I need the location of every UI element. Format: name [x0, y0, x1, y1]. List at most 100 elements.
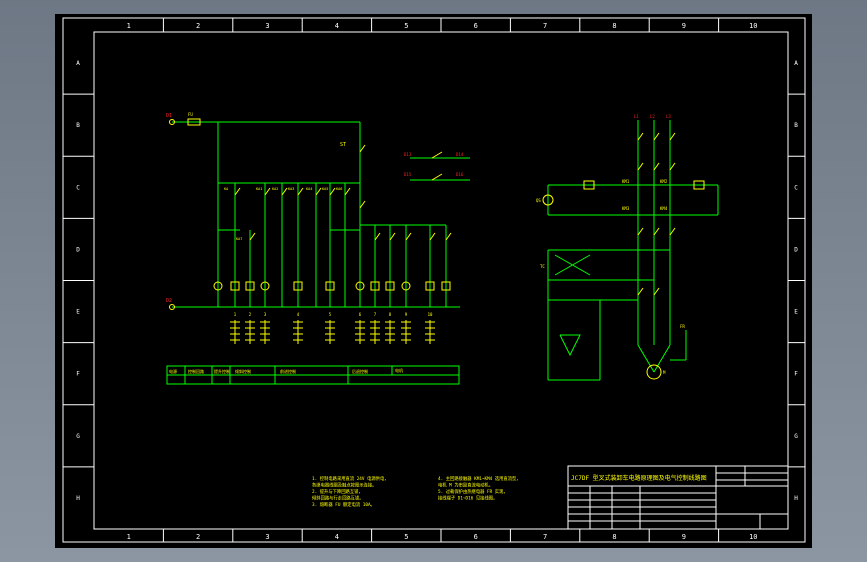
relay-contact — [249, 232, 256, 241]
column-label-top: 9 — [682, 22, 686, 30]
row-label-right: G — [794, 433, 798, 440]
main-contact — [637, 132, 644, 141]
column-label-bottom: 4 — [335, 533, 339, 541]
fuse-symbol — [187, 118, 201, 126]
relay-coils — [213, 281, 451, 291]
row-label-left: B — [76, 122, 80, 129]
terminal-top — [169, 119, 175, 125]
contact-number: 5 — [329, 312, 332, 317]
main-circuit-label: KM2 — [660, 179, 668, 184]
note-line: 1. 控制电路采用直流 24V 电源供电， — [312, 475, 389, 482]
contactor-coil-1 — [583, 180, 595, 190]
motor-symbol — [646, 364, 662, 380]
row-label-left: F — [76, 371, 80, 378]
terminal-top-label: D1 — [166, 113, 172, 119]
column-label-top: 6 — [474, 22, 478, 30]
column-label-bottom: 2 — [196, 533, 200, 541]
main-contact — [637, 287, 644, 296]
contact-number: 7 — [374, 312, 377, 317]
column-label-bottom: 1 — [127, 533, 131, 541]
column-label-top: 10 — [749, 22, 757, 30]
relay-contacts — [234, 144, 452, 241]
row-label-left: A — [76, 60, 80, 67]
relay-label: KA — [224, 187, 229, 191]
relay-coil — [325, 281, 335, 291]
contact-number: 1 — [234, 312, 237, 317]
relay-label: KA5 — [322, 187, 328, 191]
table-cell-text: 倾斜控制 — [235, 368, 251, 374]
relay-contact — [329, 187, 336, 196]
row-label-right: A — [794, 60, 798, 67]
terminal-bottom-label: D2 — [166, 298, 172, 304]
relay-label: KA1 — [256, 187, 262, 191]
relay-coil — [230, 281, 240, 291]
relay-contact — [429, 232, 436, 241]
note-line: 接线端子 D1~D16 见接线图。 — [438, 495, 497, 502]
contact-number: 4 — [297, 312, 300, 317]
row-label-left: D — [76, 246, 80, 253]
relay-contact — [264, 187, 271, 196]
column-label-bottom: 9 — [682, 533, 686, 541]
row-label-right: B — [794, 122, 798, 129]
note-line: 5. 过载保护由热继电器 FR 实现， — [438, 488, 508, 495]
row-label-left: G — [76, 433, 80, 440]
note-line: 各继电器线圈及触点按图示连接。 — [312, 482, 376, 489]
small-switch-label-4: D16 — [456, 172, 464, 177]
table-cell-text: 前进控制 — [280, 368, 296, 374]
main-circuit-label: FR — [680, 324, 685, 329]
relay-contact — [405, 232, 412, 241]
main-circuit-label: L3 — [666, 114, 671, 119]
main-circuit-label: TC — [540, 264, 545, 269]
notes-right: 4. 主回路接触器 KM1~KM4 选用直流型， 电机 M 为串励直流电动机。5… — [438, 475, 521, 502]
main-circuit-label: KM1 — [622, 179, 630, 184]
table-cell-text: 控制回路 — [188, 368, 204, 374]
main-circuit-label: L2 — [650, 114, 655, 119]
row-label-left: C — [76, 184, 80, 191]
contact-number: 6 — [359, 312, 362, 317]
relay-coil — [293, 281, 303, 291]
main-contact — [669, 227, 676, 236]
indicator-lamp — [355, 281, 365, 291]
paper-background — [55, 14, 812, 548]
main-circuit-label: L1 — [634, 114, 639, 119]
column-label-top: 5 — [404, 22, 408, 30]
row-label-right: C — [794, 184, 798, 191]
note-line: 3. 熔断器 FU 额定电流 10A。 — [312, 501, 375, 508]
drawing-title: JC7DF 型叉式装卸车电路原理图及电气控制线路图 — [571, 474, 707, 482]
main-circuit — [547, 120, 719, 381]
fuse-label: FU — [188, 112, 193, 117]
contact-number: 3 — [264, 312, 267, 317]
main-contact — [653, 132, 660, 141]
small-switch-label-3: D15 — [404, 172, 412, 177]
switch-label: ST — [340, 142, 346, 148]
main-circuit-label: KM3 — [622, 206, 630, 211]
relay-coil — [245, 281, 255, 291]
main-contact — [637, 162, 644, 171]
contactor-coil-2 — [693, 180, 705, 190]
column-ticks — [162, 18, 720, 542]
relay-label: KA7 — [236, 237, 242, 241]
function-table-text: 电源控制回路提升控制倾斜控制前进控制后退控制电机 — [169, 367, 403, 374]
indicator-lamp — [213, 281, 223, 291]
relay-contact — [315, 187, 322, 196]
function-table — [166, 365, 460, 385]
row-label-right: F — [794, 371, 798, 378]
main-circuit-label: QS — [536, 198, 541, 203]
relay-coil — [370, 281, 380, 291]
column-label-top: 4 — [335, 22, 339, 30]
relay-label: KA3 — [288, 187, 294, 191]
relay-contact — [445, 232, 452, 241]
note-line: 4. 主回路接触器 KM1~KM4 选用直流型， — [438, 475, 521, 482]
relay-contact — [281, 187, 288, 196]
contact-number: 2 — [249, 312, 252, 317]
contact-table-ticks — [230, 320, 435, 344]
contact-number: 10 — [428, 312, 433, 317]
